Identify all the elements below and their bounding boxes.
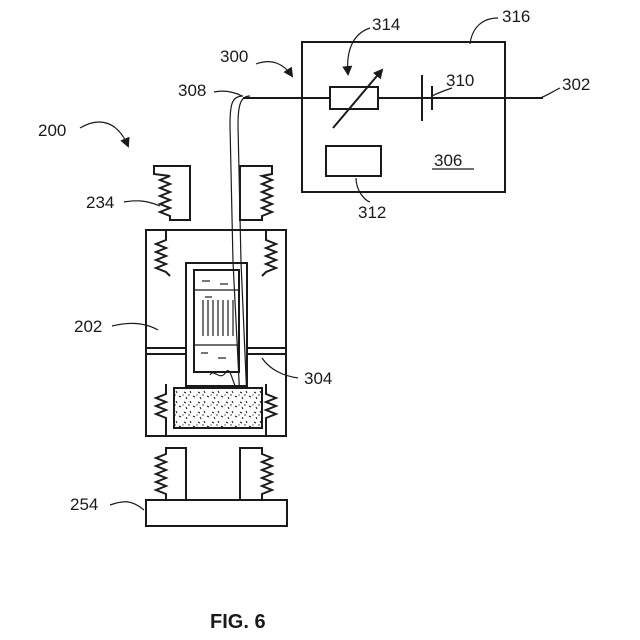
inner-vessel <box>194 270 239 372</box>
label-200: 200 <box>38 121 66 140</box>
electrode-stack <box>203 300 233 336</box>
label-254: 254 <box>70 495 98 514</box>
label-316: 316 <box>502 7 530 26</box>
leader-300 <box>256 62 292 76</box>
granular-block <box>174 388 262 428</box>
device-assembly <box>146 166 287 526</box>
label-202: 202 <box>74 317 102 336</box>
leader-254 <box>110 502 144 510</box>
variable-resistor <box>330 87 378 109</box>
top-cap-left <box>154 166 190 220</box>
controller-system <box>243 42 543 192</box>
label-304: 304 <box>304 369 332 388</box>
base-post-right <box>240 448 272 500</box>
label-312: 312 <box>358 203 386 222</box>
base-plate <box>146 500 287 526</box>
base-post-left <box>156 448 186 500</box>
variable-resistor-arrow <box>333 70 382 128</box>
label-234: 234 <box>86 193 114 212</box>
label-306: 306 <box>434 151 462 170</box>
leader-302 <box>540 88 560 98</box>
label-308: 308 <box>178 81 206 100</box>
leader-316 <box>470 18 498 44</box>
lower-thread-left <box>156 384 166 436</box>
label-302: 302 <box>562 75 590 94</box>
leader-308 <box>214 91 242 96</box>
leader-312 <box>356 178 370 202</box>
label-300: 300 <box>220 47 248 66</box>
leader-202 <box>112 323 158 330</box>
reference-labels: 200 300 314 316 308 310 302 306 312 234 … <box>38 7 590 514</box>
leader-200 <box>80 122 128 146</box>
top-cap-right <box>240 166 272 220</box>
component-312 <box>326 146 381 176</box>
lower-thread-right <box>266 384 276 436</box>
leader-234 <box>124 201 160 206</box>
upper-thread-right <box>262 230 276 276</box>
label-314: 314 <box>372 15 400 34</box>
upper-thread-left <box>156 230 170 276</box>
label-310: 310 <box>446 71 474 90</box>
controller-housing <box>302 42 505 192</box>
figure-caption: FIG. 6 <box>210 611 266 633</box>
leader-314 <box>348 28 370 74</box>
leader-304 <box>262 358 298 378</box>
